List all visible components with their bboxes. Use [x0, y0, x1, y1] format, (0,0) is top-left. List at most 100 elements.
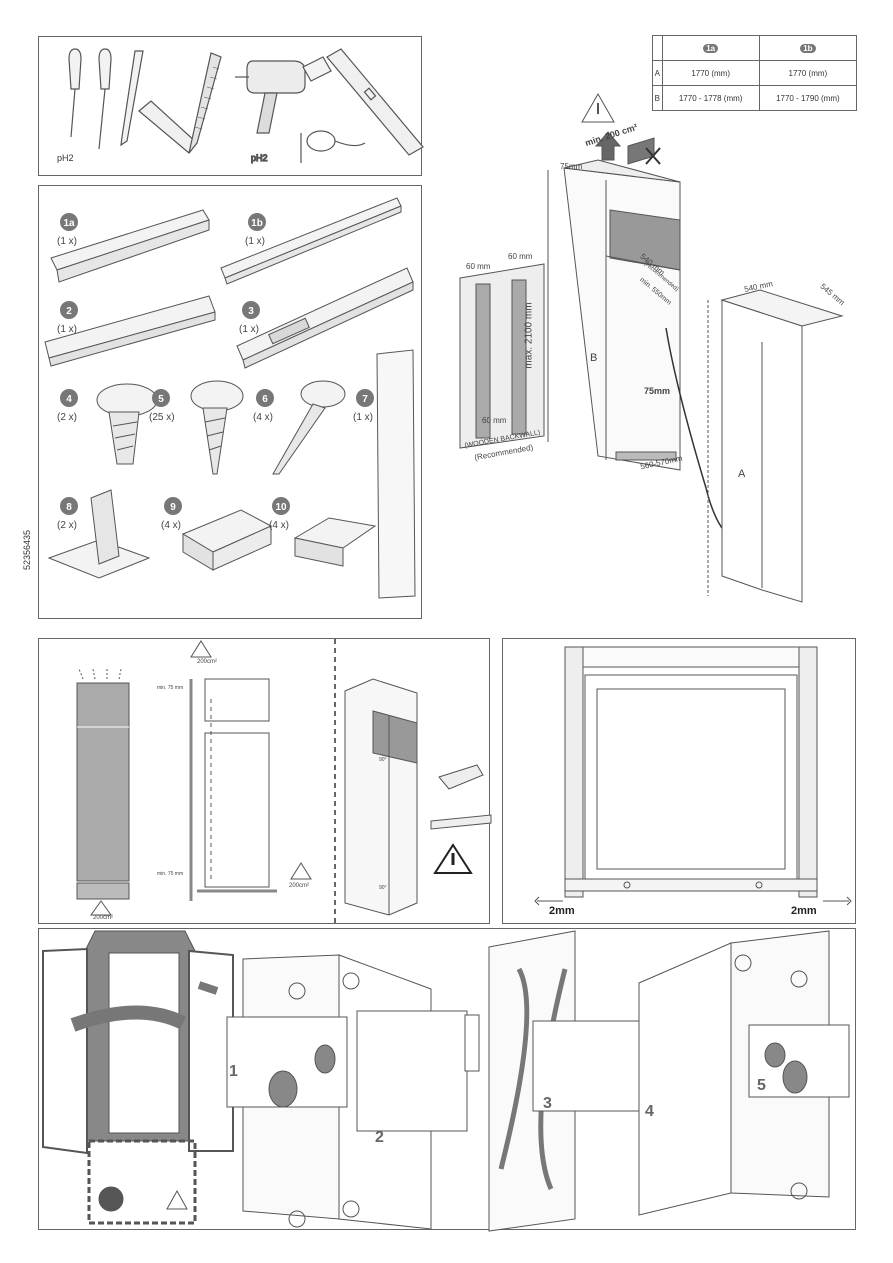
label-b: B: [590, 352, 598, 364]
step-2-inset: [356, 1010, 468, 1132]
table-corner: [652, 35, 663, 61]
bracket-part-8: [47, 489, 151, 579]
fridge-front: [76, 682, 130, 882]
badge-1b: 1b: [248, 213, 266, 231]
qty-5: (25 x): [149, 412, 175, 423]
step-3-label: 3: [543, 1095, 552, 1112]
angle-90a: 90°: [379, 757, 387, 763]
min75-top: min. 75 mm: [157, 685, 184, 691]
qty-3: (1 x): [239, 324, 259, 335]
vent-bottom-cm: 200cm²: [289, 883, 310, 889]
max-height-label: max. 2100 mm: [523, 302, 535, 369]
min75-bottom: min. 75 mm: [157, 871, 184, 877]
head-1a-badge: 1a: [703, 43, 719, 53]
badge-10: 10: [272, 497, 290, 515]
badge-9: 9: [164, 497, 182, 515]
spirit-level-icon: [430, 814, 492, 830]
step-3-inset: [532, 1020, 644, 1112]
badge-text: 9: [170, 502, 176, 513]
badge-8: 8: [60, 497, 78, 515]
step-5-label: 5: [757, 1077, 766, 1094]
document-code: 52356435: [22, 529, 32, 570]
no-hand-icon: [98, 1186, 124, 1212]
cell-b-1a: 1770 - 1778 (mm): [661, 85, 760, 111]
bracket-part-3: [236, 267, 414, 361]
door-reversal-illustration: [42, 930, 850, 1232]
screw-part-6: [272, 380, 346, 475]
vent-top-cm: 200cm²: [197, 659, 218, 665]
block-part-9: [181, 509, 273, 571]
svg-text:pH2: pH2: [57, 153, 74, 163]
step-2-label: 2: [375, 1129, 384, 1146]
badge-6: 6: [256, 389, 274, 407]
dimension-table: 1a 1b A 1770 (mm) 1770 (mm) B 1770 - 177…: [652, 35, 858, 111]
qty-4: (2 x): [57, 412, 77, 423]
badge-text: 3: [248, 306, 254, 317]
niche-diagram: min. 200 cm² 75mm max. 2100 mm 60 mm 60 …: [440, 90, 880, 610]
gap-left-label: 2mm: [549, 905, 575, 917]
set-square-icon: [438, 764, 484, 790]
qty-6: (4 x): [253, 412, 273, 423]
head-1b-badge: 1b: [800, 43, 816, 53]
badge-7: 7: [356, 389, 374, 407]
cell-a-1b: 1770 (mm): [758, 60, 858, 86]
badge-text: 5: [158, 394, 164, 405]
bottom-60-label: 60 mm: [482, 416, 507, 425]
badge-text: 2: [66, 306, 72, 317]
set-square-icon: [138, 52, 222, 154]
gap-illustration: [534, 646, 852, 906]
badge-5: 5: [152, 389, 170, 407]
ventilation-illustration: [76, 639, 492, 925]
qty-2: (1 x): [57, 324, 77, 335]
badge-text: 6: [262, 394, 268, 405]
step-4-label: 4: [645, 1103, 654, 1120]
badge-text: 10: [275, 502, 287, 513]
screwdriver-icon: [98, 48, 112, 150]
ventilation-panel: 200cm² min. 75 mm min. 75 mm 200cm² 200c…: [38, 638, 492, 925]
block-part-10: [293, 517, 377, 567]
badge-3: 3: [242, 301, 260, 319]
screw-part-5: [190, 380, 244, 475]
row-label-a: A: [652, 60, 663, 86]
gap-75-label: 75mm: [644, 386, 671, 396]
spirit-level-icon: [326, 48, 424, 156]
step-1-label: 1: [229, 1063, 238, 1080]
width-60b-label: 60 mm: [508, 252, 533, 261]
badge-text: 8: [66, 502, 72, 513]
badge-4: 4: [60, 389, 78, 407]
qty-1a: (1 x): [57, 236, 77, 247]
badge-text: 4: [66, 394, 72, 405]
pencil-icon: [120, 50, 144, 147]
strip-part-7: [376, 349, 416, 599]
drill-icon: [235, 56, 332, 134]
power-cord-icon: [306, 130, 366, 152]
svg-text:pH2: pH2: [251, 153, 268, 163]
qty-8: (2 x): [57, 520, 77, 531]
warning-icon: [190, 640, 212, 658]
badge-text: 1b: [251, 218, 263, 229]
badge-2: 2: [60, 301, 78, 319]
qty-9: (4 x): [161, 520, 181, 531]
angle-90b: 90°: [379, 885, 387, 891]
niche-illustration: [459, 92, 844, 603]
gap-right-label: 2mm: [791, 905, 817, 917]
warning-icon: [166, 1189, 188, 1210]
qty-10: (4 x): [269, 520, 289, 531]
qty-1b: (1 x): [245, 236, 265, 247]
screwdriver-icon: [68, 48, 82, 138]
door-reversal-panel: 1 2 3 4 5: [38, 928, 856, 1232]
cell-a-1a: 1770 (mm): [661, 60, 760, 86]
table-head-1a: 1a: [661, 35, 760, 61]
qty-7: (1 x): [353, 412, 373, 423]
tools-illustration: pH2 pH2: [57, 48, 424, 164]
width-60a-label: 60 mm: [466, 262, 491, 271]
depth-top-label: 75mm: [560, 162, 583, 171]
badge-text: 1a: [63, 218, 75, 229]
cell-b-1b: 1770 - 1790 (mm): [758, 85, 858, 111]
warning-icon: [290, 862, 312, 880]
gap-panel: 2mm 2mm: [502, 638, 856, 924]
parts-panel: 1a 1b 2 3 4 5 6 7 8 9 10 (1 x) (1 x) (1 …: [38, 185, 422, 619]
table-head-1b: 1b: [758, 35, 858, 61]
badge-1a: 1a: [60, 213, 78, 231]
label-a: A: [738, 468, 746, 480]
